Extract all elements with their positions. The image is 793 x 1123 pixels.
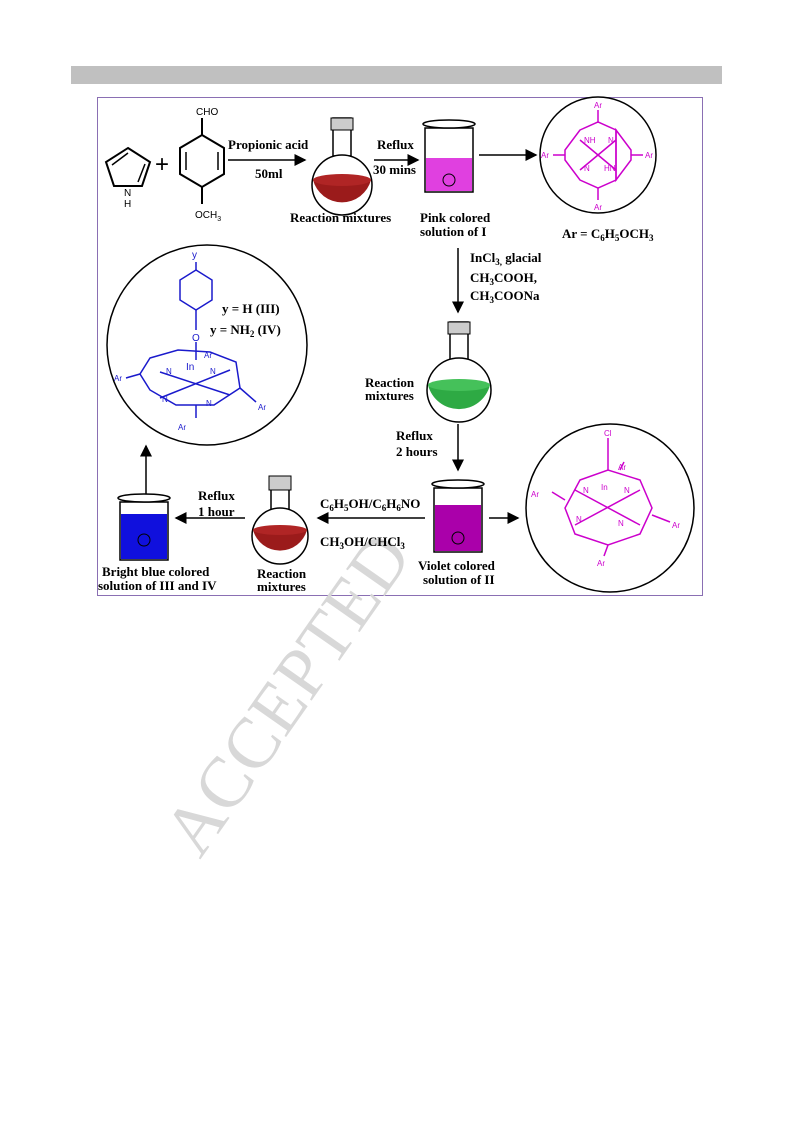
blue-beaker-label-1: Bright blue colored xyxy=(102,564,210,579)
methanol-chloroform-label: CH3OH/CHCl3 xyxy=(320,534,405,551)
ar-definition: Ar = C6H5OCH3 xyxy=(562,226,654,243)
incl3-label: InCl3, glacial xyxy=(470,250,542,267)
cho-label: CHO xyxy=(196,107,218,118)
def-y-h: y = H (III) xyxy=(222,301,280,316)
plus-sign: + xyxy=(155,151,169,178)
n-iii-2: N xyxy=(210,367,216,376)
ar-ii-top: Ar xyxy=(618,463,626,472)
n-iii-4: N xyxy=(206,399,212,408)
hn-label: HN xyxy=(604,164,616,173)
reflux-1h-label: Reflux xyxy=(198,488,235,503)
n-label-1: N xyxy=(584,164,590,173)
flask-green xyxy=(426,321,492,423)
nh-label: NH xyxy=(584,136,596,145)
n-ii-3: N xyxy=(576,515,582,524)
propionic-acid-label: Propionic acid xyxy=(228,137,309,152)
green-flask-label-2: mixtures xyxy=(365,388,414,403)
acetic-acid-label: CH3COOH, xyxy=(470,270,537,287)
green-flask-label-1: Reaction xyxy=(365,375,415,390)
pink-beaker-label-2: solution of I xyxy=(420,224,486,239)
reflux-30-label: Reflux xyxy=(377,137,414,152)
header-bar xyxy=(71,66,722,84)
phenol-nitrosobenzene-label: C6H5OH/C6H6NO xyxy=(320,496,420,513)
anisaldehyde-structure: CHO OCH3 xyxy=(179,107,225,223)
beaker-pink xyxy=(422,119,476,193)
volume-label: 50ml xyxy=(255,166,283,181)
och3-label: OCH3 xyxy=(195,210,221,223)
n-iii-3: N xyxy=(162,395,168,404)
n-iii-1: N xyxy=(166,367,172,376)
n-ii-4: N xyxy=(618,519,624,528)
def-y-nh2: y = NH2 (IV) xyxy=(210,322,281,339)
pyrrole-structure: N H xyxy=(104,146,152,210)
ar-ii-left: Ar xyxy=(531,490,539,499)
scheme-frame xyxy=(97,97,703,596)
one-hour-label: 1 hour xyxy=(198,504,235,519)
porphyrin-iii-iv-structure: y O In Ar Ar Ar Ar N N N N xyxy=(106,244,308,446)
in-iii-label: In xyxy=(186,362,194,373)
porphyrin-i-structure: Ar Ar Ar Ar NH HN N N xyxy=(539,96,657,214)
thirty-mins-label: 30 mins xyxy=(373,162,416,177)
porphyrin-ii-structure: Cl In Ar Ar Ar Ar N N N N xyxy=(525,423,695,593)
reflux-2h-label: Reflux xyxy=(396,428,433,443)
ar-iii-bottom: Ar xyxy=(178,423,186,432)
y-substituent-label: y xyxy=(192,250,197,261)
ar-ii-bottom: Ar xyxy=(597,559,605,568)
ar-bottom: Ar xyxy=(594,203,602,212)
ar-right: Ar xyxy=(645,151,653,160)
n-label-2: N xyxy=(608,136,614,145)
two-hours-label: 2 hours xyxy=(396,444,438,459)
red-flask2-label-2: mixtures xyxy=(257,579,306,594)
pink-beaker-label-1: Pink colored xyxy=(420,210,491,225)
sodium-acetate-label: CH3COONa xyxy=(470,288,540,305)
violet-beaker-label-2: solution of II xyxy=(423,572,495,587)
n-ii-1: N xyxy=(583,486,589,495)
ar-iii-left: Ar xyxy=(114,374,122,383)
ar-ii-right: Ar xyxy=(672,521,680,530)
o-label: O xyxy=(192,333,200,344)
pyrrole-h-label: H xyxy=(124,199,131,210)
blue-beaker-label-2: solution of III and IV xyxy=(98,578,217,593)
flask1-label: Reaction mixtures xyxy=(290,210,391,225)
ar-iii-top: Ar xyxy=(204,351,212,360)
flask-red-1 xyxy=(311,117,373,216)
ar-iii-right: Ar xyxy=(258,403,266,412)
ar-top: Ar xyxy=(594,101,602,110)
violet-beaker-label-1: Violet colored xyxy=(418,558,496,573)
beaker-violet xyxy=(431,479,485,553)
n-ii-2: N xyxy=(624,486,630,495)
ar-left: Ar xyxy=(541,151,549,160)
pyrrole-n-label: N xyxy=(124,188,131,199)
red-flask2-label-1: Reaction xyxy=(257,566,307,581)
beaker-blue xyxy=(117,493,171,561)
in-label: In xyxy=(601,483,608,492)
cl-label: Cl xyxy=(604,429,612,438)
flask-red-2 xyxy=(251,475,309,565)
